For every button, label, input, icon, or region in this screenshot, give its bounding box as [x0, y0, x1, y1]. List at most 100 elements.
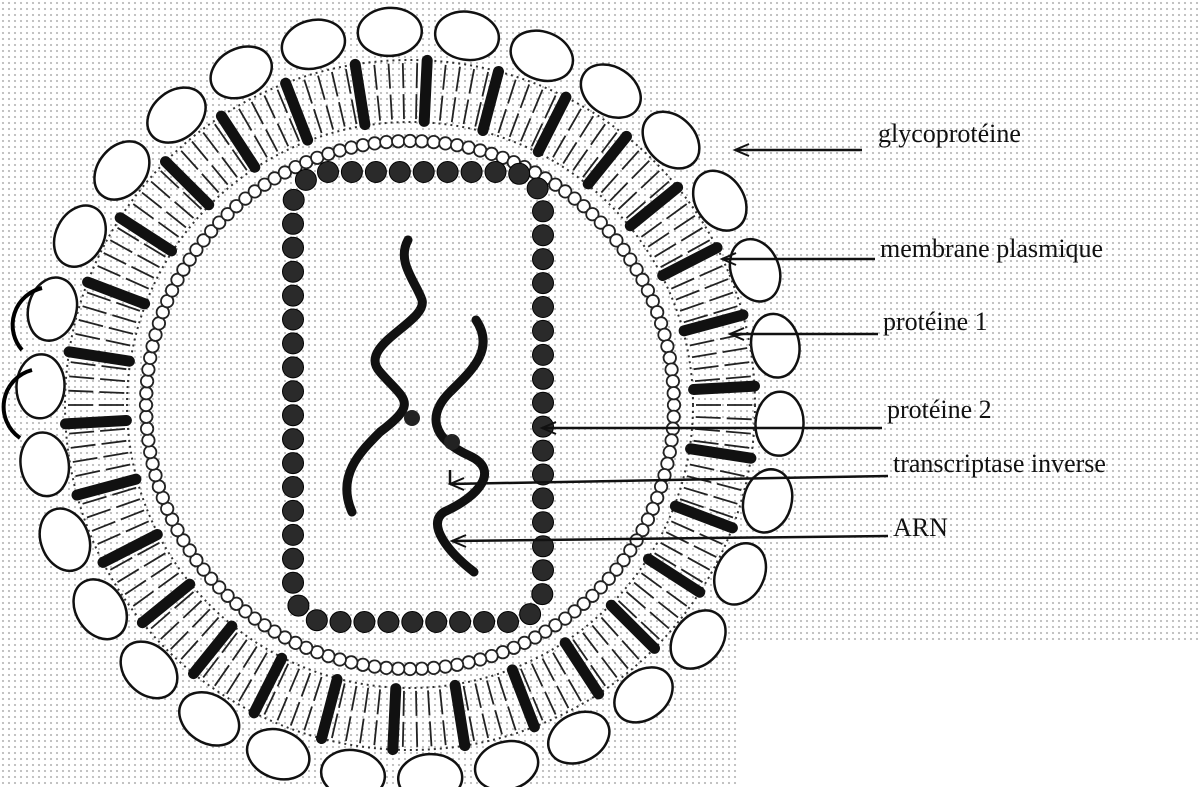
protein-2-bead [426, 612, 447, 633]
protein-2-bead [485, 162, 506, 183]
protein-2-bead [283, 477, 304, 498]
glycoprotein-knob [31, 501, 99, 578]
label-reverse-transcriptase: transcriptase inverse [893, 449, 1106, 479]
lipid-tail-pair [694, 362, 750, 369]
protein-2-bead [283, 213, 304, 234]
protein-1-bead [668, 399, 680, 411]
glycoprotein-knob [469, 734, 543, 787]
protein-2-bead [288, 595, 309, 616]
protein-1-bead [665, 363, 677, 375]
glycoprotein-knob [682, 161, 757, 241]
lipid-tail-pair [83, 306, 137, 322]
protein-1-bead [142, 363, 154, 375]
protein-2-bead [532, 584, 553, 605]
protein-1-bead [141, 375, 153, 387]
lipid-tail-pair [76, 465, 131, 477]
protein-1-bead [474, 653, 486, 665]
lipid-tail-pair [71, 441, 127, 448]
label-plasma-membrane: membrane plasmique [880, 234, 1103, 264]
protein-2-bead [533, 488, 554, 509]
glycoprotein-knob [16, 429, 74, 500]
protein-2-bead [527, 178, 548, 199]
protein-1-bead [357, 659, 369, 671]
lipid-tail-pair [79, 320, 133, 334]
protein-2-bead [533, 225, 554, 246]
lipid-tail-pair [498, 80, 515, 133]
protein-1-bead [392, 135, 404, 147]
lipid-tail-pair [346, 686, 357, 741]
lipid-tail-pair [360, 688, 368, 743]
protein-1-bead [661, 458, 673, 470]
transmembrane-protein [286, 83, 308, 140]
lipid-tail-pair [76, 334, 131, 346]
protein-2-bead [283, 500, 304, 521]
protein-2-bead [498, 612, 519, 633]
lipid-tail-pair [416, 63, 417, 119]
lipid-tail-pair [532, 664, 556, 715]
blank-corner-patch [740, 640, 1198, 787]
glycoprotein-knob [721, 232, 789, 309]
protein-2-bead [354, 612, 375, 633]
lipid-tail-pair [666, 532, 716, 557]
protein-1-bead [428, 662, 440, 674]
protein-1-bead [144, 446, 156, 458]
protein-1-bead [153, 480, 165, 492]
protein-1-bead [368, 137, 380, 149]
protein-2-bead [365, 162, 386, 183]
glycoprotein-knob [754, 391, 805, 457]
lipid-tail-pair [475, 683, 488, 738]
lipid-tail-pair [452, 67, 460, 122]
lipid-tail-pair [227, 647, 257, 694]
protein-1-bead [334, 653, 346, 665]
transmembrane-protein [691, 449, 751, 458]
protein-1-bead [416, 663, 428, 675]
protein-2-bead [283, 285, 304, 306]
protein-1-bead [380, 662, 392, 674]
protein-1-bead [392, 663, 404, 675]
protein-1-bead [141, 423, 153, 435]
protein-2-bead [533, 201, 554, 222]
protein-1-bead [655, 317, 667, 329]
glycoprotein-knob [432, 7, 503, 64]
label-rna: ARN [893, 513, 948, 543]
lipid-tail-pair [695, 376, 751, 381]
plasma-membrane [65, 60, 755, 750]
protein-2-bead [533, 249, 554, 270]
protein-1-bead [658, 329, 670, 341]
transmembrane-protein [166, 162, 209, 205]
lipid-tail-pair [634, 583, 678, 618]
protein-2-bead [283, 572, 304, 593]
protein-2-bead [533, 440, 554, 461]
lipid-tail-pair [655, 228, 703, 257]
lipid-tail-pair [464, 69, 475, 124]
protein-2-bead [283, 429, 304, 450]
protein-1-bead [463, 656, 475, 668]
transmembrane-protein [512, 670, 534, 727]
glycoprotein-knob [63, 569, 138, 649]
protein-1-bead [667, 375, 679, 387]
protein-1-bead [485, 650, 497, 662]
protein-2-bead [283, 381, 304, 402]
transmembrane-protein [88, 282, 145, 304]
protein-1-bead [140, 411, 152, 423]
protein-2-bead [295, 169, 316, 190]
transmembrane-protein [675, 506, 732, 528]
protein-2-bead [509, 163, 530, 184]
transmembrane-protein [630, 187, 677, 226]
lipid-tail-pair [428, 690, 432, 746]
protein-2-bead [450, 612, 471, 633]
protein-1-ring [140, 135, 680, 675]
protein-2-bead [461, 162, 482, 183]
transmembrane-protein [66, 421, 127, 424]
glycoprotein-knob [318, 746, 389, 787]
protein-2-bead [283, 357, 304, 378]
lipid-tail-pair [403, 63, 404, 119]
protein-2-bead [520, 604, 541, 625]
lipid-tail-pair [416, 691, 417, 747]
enzyme-dot [444, 434, 460, 450]
label-protein-2: protéine 2 [887, 395, 992, 425]
protein-1-bead [357, 139, 369, 151]
protein-1-bead [665, 434, 677, 446]
lipid-tail-pair [118, 553, 166, 582]
lipid-tail-pair [125, 563, 172, 594]
